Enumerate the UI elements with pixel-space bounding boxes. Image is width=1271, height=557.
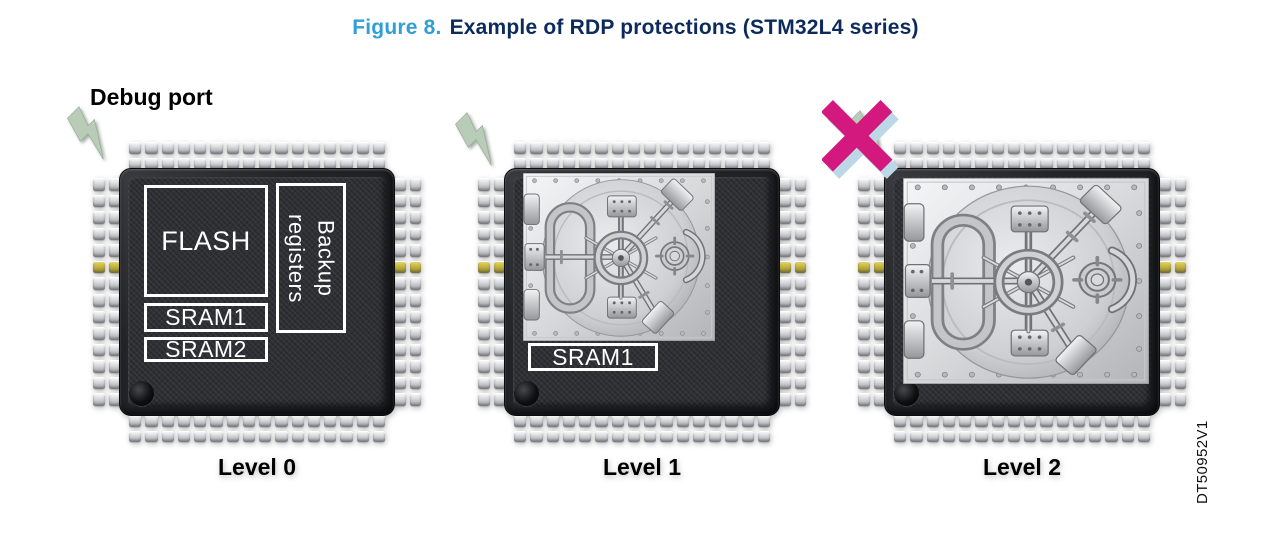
chip-pins-right — [779, 178, 806, 406]
chip-pins-left — [858, 178, 885, 406]
chip-pins-bottom — [129, 415, 385, 442]
level-2-label: Level 2 — [983, 454, 1061, 480]
sram2-block: SRAM2 — [144, 336, 268, 362]
sram1-block: SRAM1 — [528, 343, 658, 371]
pin1-marker — [129, 381, 154, 406]
blocked-x-icon — [822, 100, 899, 179]
flash-block: FLASH — [144, 185, 268, 297]
chip-body — [884, 168, 1160, 416]
pin1-marker — [894, 381, 919, 406]
vault-door-image — [523, 173, 715, 341]
chip-pins-top — [129, 142, 385, 169]
chip-pins-left — [93, 178, 120, 406]
backup-registers-block: Backup registers — [276, 183, 346, 333]
sram1-block: SRAM1 — [144, 303, 268, 332]
chip-pins-bottom — [514, 415, 770, 442]
backup-registers-label: Backup registers — [284, 213, 339, 303]
sram1-label: SRAM1 — [552, 343, 634, 370]
chip-level-1: SRAM1 Level 1 — [478, 142, 806, 480]
document-reference: DT50952V1 — [1194, 420, 1211, 504]
level-0-label: Level 0 — [218, 454, 296, 480]
chip-pins-left — [478, 178, 505, 406]
sram1-label: SRAM1 — [165, 304, 247, 330]
chip-pins-top — [514, 142, 770, 169]
debug-port-label: Debug port — [90, 84, 213, 110]
pin1-marker — [514, 381, 539, 406]
chip-body: FLASH Backup registers SRAM1 SRAM2 — [119, 168, 395, 416]
figure-caption: Figure 8. Example of RDP protections (STM… — [0, 16, 1271, 40]
figure-title: Example of RDP protections (STM32L4 seri… — [449, 16, 919, 39]
chip-pins-right — [394, 178, 421, 406]
chip-pins-right — [1159, 178, 1186, 406]
chip-pins-bottom — [894, 415, 1150, 442]
lightning-icon — [62, 106, 116, 163]
vault-door-image — [903, 178, 1149, 384]
flash-label: FLASH — [161, 225, 251, 256]
chip-level-0: FLASH Backup registers SRAM1 SRAM2 Level… — [93, 142, 421, 480]
figure-number: Figure 8. — [352, 16, 442, 39]
lightning-icon — [450, 112, 504, 169]
chip-pins-top — [894, 142, 1150, 169]
chip-body: SRAM1 — [504, 168, 780, 416]
level-1-label: Level 1 — [603, 454, 681, 480]
sram2-label: SRAM2 — [165, 336, 247, 362]
chip-level-2: Level 2 — [858, 142, 1186, 480]
